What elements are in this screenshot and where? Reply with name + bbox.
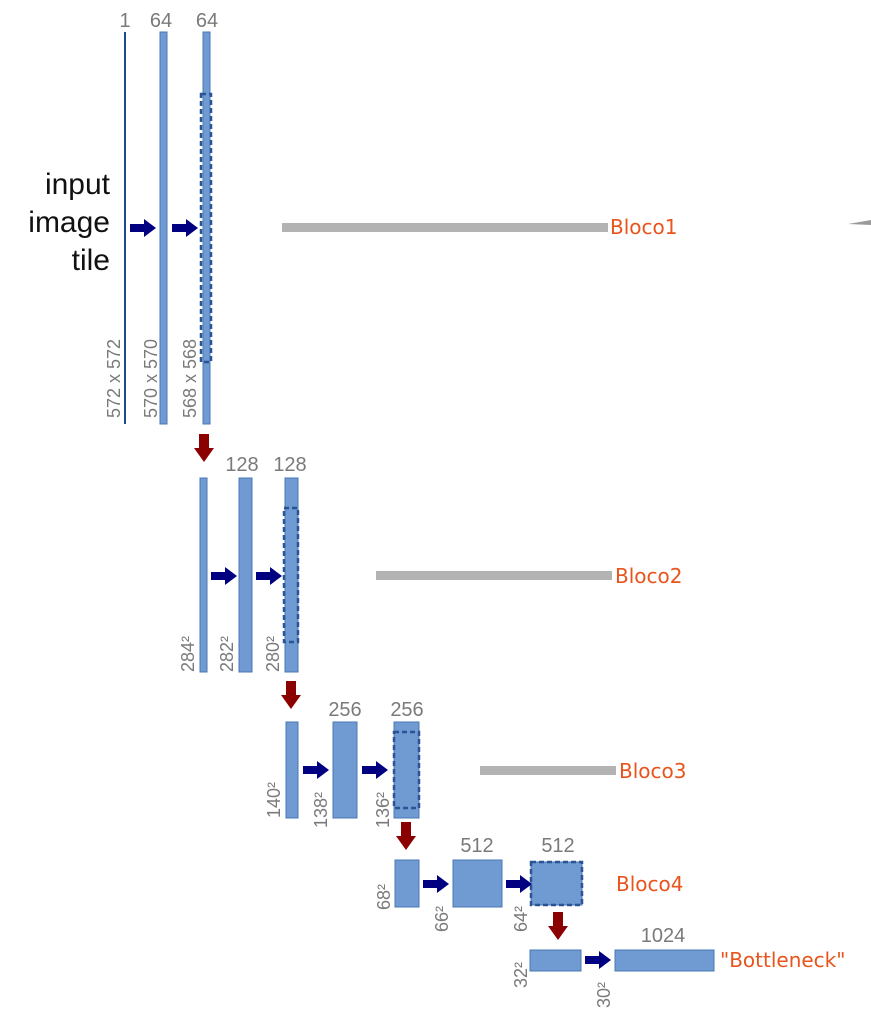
input-label-line-1: input — [45, 168, 111, 201]
feature-map-l4-3 — [530, 861, 583, 906]
feature-map-l3-2 — [332, 721, 358, 819]
channel-label-l2-1: 128 — [225, 454, 258, 476]
size-label-l2-2: 282² — [217, 636, 237, 672]
size-label-bottleneck-2: 30² — [594, 982, 614, 1008]
channel-label-l3-2: 256 — [390, 699, 423, 721]
size-label-l3-1: 140² — [264, 782, 284, 818]
conv-arrow-l3-2 — [362, 761, 388, 779]
feature-map-l3-1 — [285, 721, 299, 819]
feature-map-l4-2 — [452, 859, 503, 908]
skip-connector-l3 — [480, 766, 616, 775]
block-label-4: Bloco4 — [616, 872, 683, 896]
block-label-3: Bloco3 — [619, 759, 686, 783]
conv-arrow-l4-2 — [506, 875, 532, 893]
crop-region-l1 — [199, 92, 213, 364]
channel-label-l2-2: 128 — [273, 454, 306, 476]
size-label-l4-2: 66² — [432, 906, 452, 932]
conv-arrow-l4-1 — [423, 875, 449, 893]
channel-label-l4-1: 512 — [460, 835, 493, 857]
conv-arrow-bottleneck — [585, 951, 611, 969]
feature-map-l1-2 — [159, 31, 168, 425]
crop-region-l4 — [529, 860, 584, 907]
crop-region-l2 — [282, 506, 300, 644]
pool-arrow-l4 — [548, 912, 568, 940]
conv-arrow-l3-1 — [303, 761, 329, 779]
size-label-l4-3: 64² — [511, 906, 531, 932]
feature-map-l1-3 — [202, 31, 211, 425]
skip-connector-l2 — [376, 571, 612, 580]
conv-arrow-l1-1 — [130, 219, 156, 237]
size-label-l1-2: 570 x 570 — [141, 339, 161, 418]
size-label-l3-3: 136² — [373, 792, 393, 828]
crop-region-l3 — [392, 730, 421, 810]
size-label-l2-1: 284² — [178, 636, 198, 672]
channel-label-l4-2: 512 — [541, 835, 574, 857]
channel-label-l3-1: 256 — [328, 699, 361, 721]
conv-arrow-l2-2 — [256, 567, 282, 585]
size-label-l3-2: 138² — [311, 792, 331, 828]
skip-connector-l1 — [282, 223, 608, 232]
input-label-line-2: image — [28, 206, 110, 239]
feature-map-l4-1 — [394, 859, 420, 908]
channel-label-l1-1: 1 — [119, 10, 130, 32]
feature-map-input — [124, 32, 126, 424]
pool-arrow-l3 — [396, 822, 416, 850]
feature-map-bottleneck-2 — [614, 949, 715, 972]
size-label-l1-3: 568 x 568 — [180, 339, 200, 418]
pool-arrow-l2 — [281, 681, 301, 709]
size-label-l1-1: 572 x 572 — [104, 339, 124, 418]
feature-map-l2-1 — [199, 477, 208, 673]
channel-label-l1-3: 64 — [196, 10, 218, 32]
feature-map-l3-3 — [393, 721, 420, 819]
pool-arrow-l1 — [194, 434, 214, 462]
block-label-2: Bloco2 — [615, 564, 682, 588]
block-label-1: Bloco1 — [610, 215, 677, 239]
channel-label-l1-2: 64 — [150, 10, 172, 32]
size-label-bottleneck-1: 32² — [511, 962, 531, 988]
size-label-l4-1: 68² — [374, 884, 394, 910]
bottleneck-label: "Bottleneck" — [720, 948, 845, 972]
feature-map-bottleneck-1 — [529, 949, 582, 972]
input-label-line-3: tile — [72, 244, 110, 277]
conv-arrow-l2-1 — [211, 567, 237, 585]
conv-arrow-l1-2 — [172, 219, 198, 237]
channel-label-bottleneck: 1024 — [641, 925, 686, 947]
size-label-l2-3: 280² — [263, 636, 283, 672]
edge-mark — [848, 220, 871, 225]
feature-map-l2-2 — [238, 477, 253, 673]
